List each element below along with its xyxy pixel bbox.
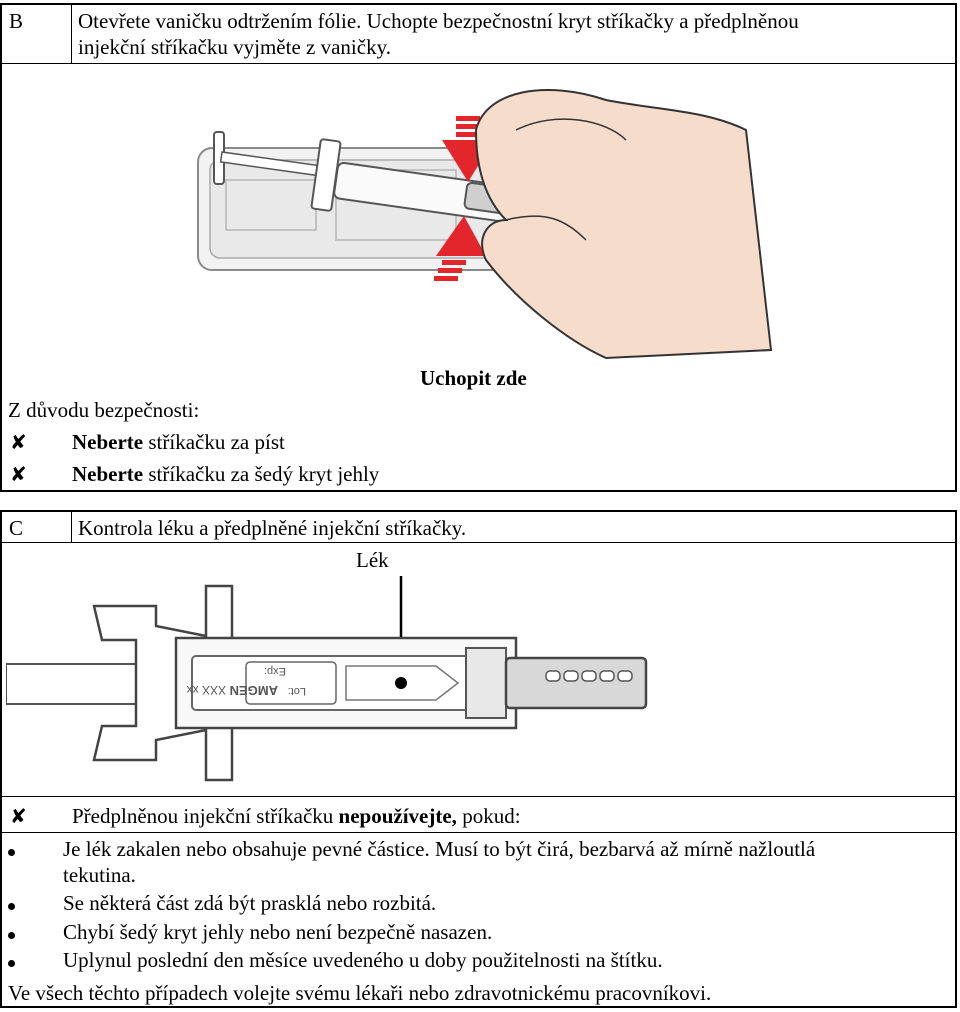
footer-note: Ve všech těchto případech volejte svému … (8, 981, 712, 1005)
do-not-use-warning: Předplněnou injekční stříkačku nepoužíve… (72, 804, 521, 828)
medicine-label: Lék (356, 548, 389, 572)
syringe-closeup-illustration: Lot: Exp: AMGEN XXX xx (6, 576, 648, 782)
warning-bold: nepoužívejte, (338, 804, 457, 828)
bullet-icon (8, 849, 15, 856)
bullet-icon (8, 903, 15, 910)
step-b-instruction-line1: Otevřete vaničku odtržením fólie. Uchopt… (78, 9, 799, 33)
grip-here-label: Uchopit zde (420, 366, 527, 390)
syringe-label-lot: Lot: (288, 685, 306, 697)
warning-bold: Neberte (72, 462, 144, 486)
warning-bold: Neberte (72, 430, 144, 454)
warning-text: stříkačku za píst (143, 430, 285, 454)
tray-grip-illustration (197, 89, 773, 360)
bullet-text: Se některá část zdá být prasklá nebo roz… (63, 891, 437, 915)
step-letter-c: C (9, 516, 24, 540)
step-c-instruction: Kontrola léku a předplněné injekční stří… (78, 516, 467, 540)
cross-icon: ✘ (10, 462, 27, 486)
safety-heading: Z důvodu bezpečnosti: (8, 398, 200, 422)
bullet-icon (8, 932, 15, 939)
bullet-text: Chybí šedý kryt jehly nebo není bezpečně… (63, 920, 493, 944)
syringe-label-code: XXX xx (187, 683, 226, 697)
bullet-text-cont: tekutina. (63, 863, 136, 887)
cross-icon: ✘ (10, 430, 27, 454)
warning-text: stříkačku za šedý kryt jehly (143, 462, 380, 486)
cross-icon: ✘ (10, 804, 27, 828)
syringe-label-brand: AMGEN (230, 683, 278, 698)
step-letter-b: B (9, 9, 24, 33)
syringe-label-exp: Exp: (264, 665, 286, 677)
bullet-text: Uplynul poslední den měsíce uvedeného u … (63, 948, 663, 972)
bullet-icon (8, 960, 15, 967)
bullet-text: Je lék zakalen nebo obsahuje pevné části… (63, 837, 816, 861)
step-b-instruction-line2: injekční stříkačku vyjměte z vaničky. (78, 35, 391, 59)
